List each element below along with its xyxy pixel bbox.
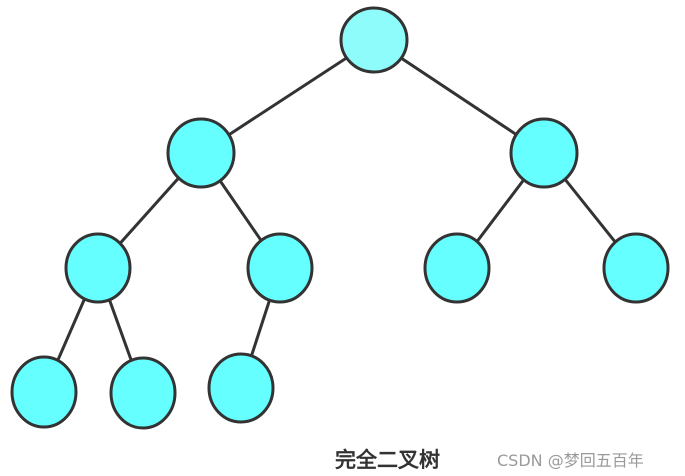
- tree-node-n7: [10, 355, 78, 429]
- tree-node-n9: [207, 352, 275, 424]
- tree-node-n5: [423, 232, 491, 304]
- tree-node-n2: [509, 117, 579, 189]
- tree-node-root: [339, 6, 409, 74]
- nodes-layer: [10, 6, 670, 430]
- tree-node-n3: [64, 232, 132, 304]
- watermark: CSDN @梦回五百年: [497, 451, 644, 470]
- edges-layer: [42, 38, 638, 395]
- diagram-caption: 完全二叉树: [335, 448, 440, 472]
- tree-node-n4: [246, 232, 314, 304]
- tree-node-n6: [602, 232, 670, 304]
- tree-node-n8: [109, 356, 177, 430]
- tree-node-n1: [166, 117, 236, 189]
